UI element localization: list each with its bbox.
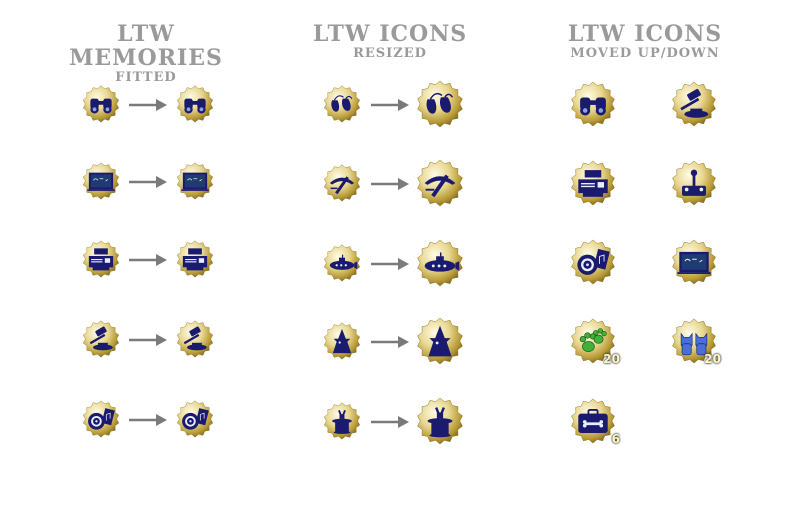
column-heading-icons-resized: LTW ICONS RESIZED (300, 22, 480, 62)
submarine-icon (416, 239, 464, 287)
vinyl-record-icon (570, 239, 616, 285)
pickaxe-icon (416, 159, 464, 207)
gavel-icon (82, 320, 120, 358)
paw-prints-icon: 20 (570, 318, 620, 366)
printer-icon (176, 240, 214, 278)
column-heading-icons-moved: LTW ICONS MOVED UP/DOWN (548, 22, 742, 62)
cats-icon: 20 (671, 318, 721, 366)
column-title: LTW ICONS (567, 21, 723, 47)
magic-hat-icon (323, 402, 361, 440)
ballet-slippers-icon (416, 80, 464, 128)
right-arrow-icon (370, 256, 410, 270)
badge-count: 20 (603, 352, 620, 366)
chalkboard-icon (176, 162, 214, 200)
right-arrow-icon (370, 334, 410, 348)
witch-icon (416, 317, 464, 365)
right-arrow-icon (128, 332, 168, 346)
gavel-icon (176, 320, 214, 358)
binoculars-icon (176, 85, 214, 123)
witch-icon (323, 322, 361, 360)
right-arrow-icon (370, 176, 410, 190)
column-title: LTW ICONS (312, 21, 468, 47)
gavel-icon (671, 81, 717, 127)
pet-carrier-icon: 6 (570, 398, 620, 446)
binoculars-icon (82, 85, 120, 123)
column-subtitle: FITTED (115, 70, 177, 85)
chalkboard-icon (671, 239, 717, 285)
pickaxe-icon (323, 164, 361, 202)
magic-hat-icon (416, 397, 464, 445)
badge-count: 20 (704, 352, 721, 366)
badge-count: 6 (611, 432, 620, 446)
joystick-icon (671, 160, 717, 206)
right-arrow-icon (128, 252, 168, 266)
column-title: LTW MEMORIES (69, 21, 223, 71)
printer-icon (570, 160, 616, 206)
column-subtitle: RESIZED (353, 46, 427, 61)
vinyl-record-icon (176, 400, 214, 438)
right-arrow-icon (370, 97, 410, 111)
column-heading-memories: LTW MEMORIES FITTED (40, 22, 252, 86)
column-subtitle: MOVED UP/DOWN (570, 46, 720, 61)
chalkboard-icon (82, 162, 120, 200)
submarine-icon (323, 244, 361, 282)
ballet-slippers-icon (323, 85, 361, 123)
right-arrow-icon (128, 412, 168, 426)
right-arrow-icon (128, 97, 168, 111)
printer-icon (82, 240, 120, 278)
right-arrow-icon (370, 414, 410, 428)
binoculars-icon (570, 81, 616, 127)
right-arrow-icon (128, 174, 168, 188)
vinyl-record-icon (82, 400, 120, 438)
